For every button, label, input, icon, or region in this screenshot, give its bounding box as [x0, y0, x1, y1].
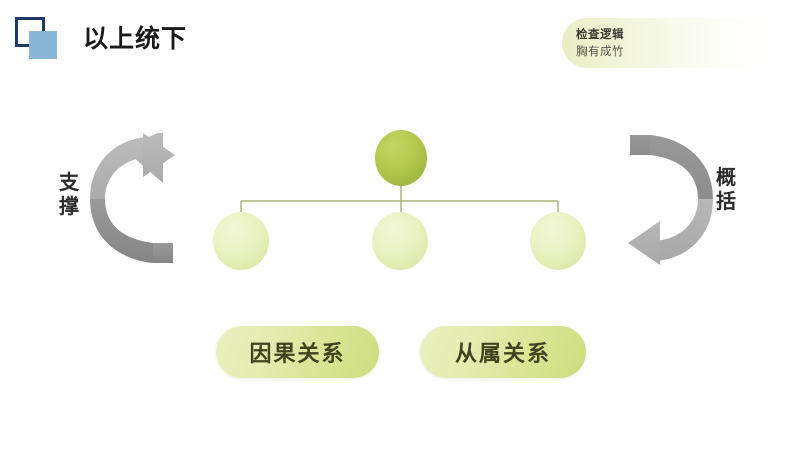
- curved-arrow-down-left-icon: [628, 135, 713, 265]
- brand-logo: [15, 17, 61, 63]
- logo-filled-square-icon: [29, 31, 57, 59]
- badge-primary-text: 检查逻辑: [576, 29, 624, 41]
- tree-node-parent[interactable]: [375, 130, 427, 186]
- tree-node-child-3[interactable]: [530, 212, 586, 270]
- left-side-label: 支撑: [59, 172, 79, 219]
- status-badge: 检查逻辑 胸有成竹: [562, 18, 790, 68]
- page-title: 以上统下: [83, 25, 188, 53]
- hierarchy-diagram: [200, 125, 600, 270]
- badge-secondary-text: 胸有成竹: [576, 46, 624, 58]
- tree-node-child-2[interactable]: [372, 212, 428, 270]
- right-side-label: 概括: [716, 167, 736, 214]
- relationship-pill-subordinate-label: 从属关系: [454, 341, 551, 366]
- relationship-pill-causal[interactable]: 因果关系: [216, 326, 379, 378]
- relationship-pill-subordinate[interactable]: 从属关系: [420, 326, 586, 378]
- tree-node-child-1[interactable]: [213, 212, 269, 270]
- relationship-pill-causal-label: 因果关系: [249, 341, 346, 366]
- curved-arrow-up-right-icon: [90, 133, 175, 263]
